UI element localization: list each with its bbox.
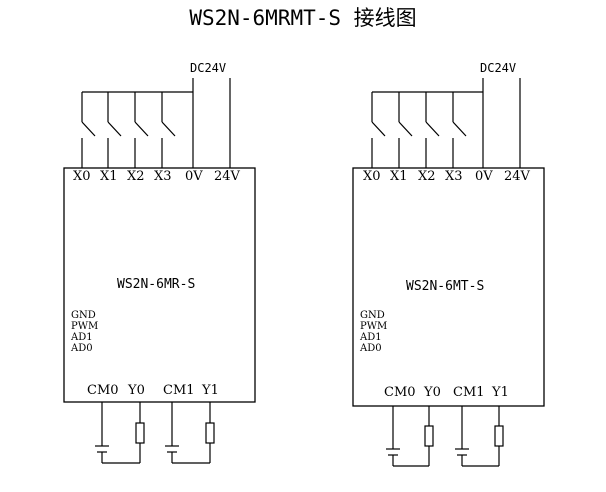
input-terminals-left: X0 X1 X2 X3 0V 24V (73, 169, 241, 184)
side-label: AD0 (70, 343, 93, 354)
terminal-label: X3 (154, 169, 172, 184)
output-circuit-y1-right (455, 406, 504, 467)
terminal-label: 24V (214, 169, 241, 184)
switch-x3-right (452, 92, 467, 168)
side-label: AD0 (359, 343, 382, 354)
input-switches-right (371, 92, 467, 168)
terminal-label: X2 (127, 169, 145, 184)
terminal-label: 24V (504, 169, 531, 184)
output-circuit-y0-right (386, 406, 434, 467)
switch-x1-right (398, 92, 413, 168)
supply-label-left: DC24V (190, 61, 226, 75)
switch-x0-right (371, 92, 386, 168)
side-labels-right: GND PWM AD1 AD0 (359, 310, 387, 354)
output-circuit-y0-left (95, 402, 145, 464)
switch-x2-left (134, 92, 149, 168)
model-label-right: WS2N-6MT-S (406, 279, 484, 294)
terminal-label: CM1 (453, 385, 485, 400)
diagram-title: WS2N-6MRMT-S 接线图 (189, 6, 416, 30)
terminal-label: X0 (73, 169, 91, 184)
terminal-label: X0 (363, 169, 381, 184)
terminal-label: 0V (475, 169, 493, 184)
output-circuit-y1-left (165, 402, 215, 464)
side-labels-left: GND PWM AD1 AD0 (70, 310, 98, 354)
terminal-label: X1 (100, 169, 118, 184)
module-left: DC24V (63, 61, 256, 464)
terminal-label: X3 (445, 169, 463, 184)
terminal-label: Y0 (127, 383, 145, 398)
switch-x0-left (81, 92, 96, 168)
output-terminals-right: CM0 Y0 CM1 Y1 (384, 385, 509, 400)
terminal-label: CM0 (384, 385, 416, 400)
load-resistor (424, 425, 434, 447)
side-label: AD1 (359, 332, 382, 343)
input-switches-left (81, 92, 176, 168)
side-label: PWM (71, 321, 98, 332)
input-terminals-right: X0 X1 X2 X3 0V 24V (363, 169, 531, 184)
module-right: DC24V (352, 61, 545, 467)
module-body-right (352, 167, 545, 407)
terminal-label: CM1 (163, 383, 195, 398)
terminal-label: Y0 (423, 385, 441, 400)
supply-label-right: DC24V (480, 61, 516, 75)
module-body-left (63, 167, 256, 403)
switch-x2-right (425, 92, 440, 168)
load-resistor (205, 422, 215, 444)
terminal-label: CM0 (87, 383, 119, 398)
switch-x1-left (107, 92, 122, 168)
switch-x3-left (161, 92, 176, 168)
load-resistor (135, 422, 145, 444)
terminal-label: 0V (185, 169, 203, 184)
side-label: AD1 (70, 332, 93, 343)
load-resistor (494, 425, 504, 447)
terminal-label: Y1 (201, 383, 219, 398)
model-label-left: WS2N-6MR-S (117, 277, 195, 292)
terminal-label: X1 (390, 169, 408, 184)
side-label: PWM (360, 321, 387, 332)
side-label: GND (360, 310, 385, 321)
output-terminals-left: CM0 Y0 CM1 Y1 (87, 383, 219, 398)
side-label: GND (71, 310, 96, 321)
terminal-label: Y1 (491, 385, 509, 400)
terminal-label: X2 (418, 169, 436, 184)
